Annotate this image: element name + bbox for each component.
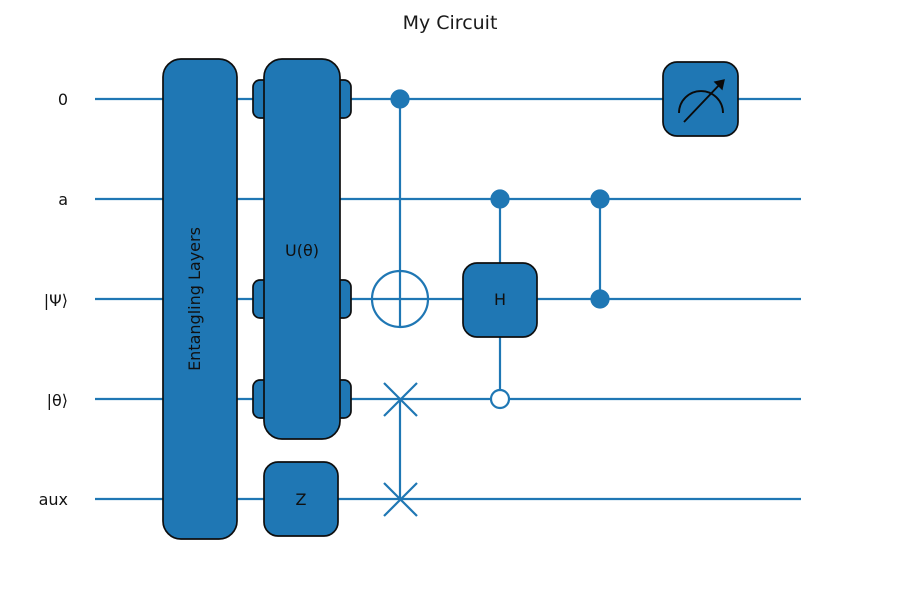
gate-measure[interactable] (662, 61, 739, 137)
gate-cnot-target-circle[interactable] (370, 269, 430, 329)
gate-controlled-h-control-dot-theta-open[interactable] (489, 388, 511, 410)
gate-swap-x-aux[interactable] (383, 482, 418, 517)
gate-z-box[interactable] (263, 461, 339, 537)
gate-h-box[interactable] (462, 262, 538, 338)
gate-measure-box[interactable] (662, 61, 739, 137)
gate-entangling-layers[interactable]: Entangling Layers (162, 58, 238, 540)
gate-u-theta-box[interactable] (263, 58, 341, 440)
wire-label-psi: |Ψ⟩ (44, 291, 68, 310)
wire-label-0: 0 (58, 90, 68, 109)
gate-swap[interactable] (383, 382, 418, 517)
wire-label-aux: aux (39, 490, 68, 509)
gate-cnot[interactable] (370, 89, 430, 329)
gate-cz[interactable] (590, 189, 610, 309)
gate-entangling-layers-box[interactable] (162, 58, 238, 540)
meter-icon (678, 79, 725, 123)
gate-cz-dot-a[interactable] (590, 189, 610, 209)
gate-swap-x-theta[interactable] (383, 382, 418, 417)
wire-label-theta: |θ⟩ (47, 391, 68, 410)
gate-entangling-layers-label: Entangling Layers (185, 227, 204, 371)
gate-controlled-h[interactable]: H (462, 189, 538, 410)
gate-cnot-control-dot[interactable] (390, 89, 410, 109)
gate-u-theta[interactable]: U(θ) (252, 58, 352, 440)
wire-label-a: a (58, 190, 68, 209)
gate-z[interactable]: Z (263, 461, 339, 537)
gate-z-label: Z (296, 490, 307, 509)
gate-controlled-h-control-dot-a[interactable] (490, 189, 510, 209)
figure-title: My Circuit (403, 12, 498, 34)
gate-cz-dot-psi[interactable] (590, 289, 610, 309)
gate-u-theta-label: U(θ) (285, 241, 319, 260)
gate-h-label: H (494, 290, 506, 309)
